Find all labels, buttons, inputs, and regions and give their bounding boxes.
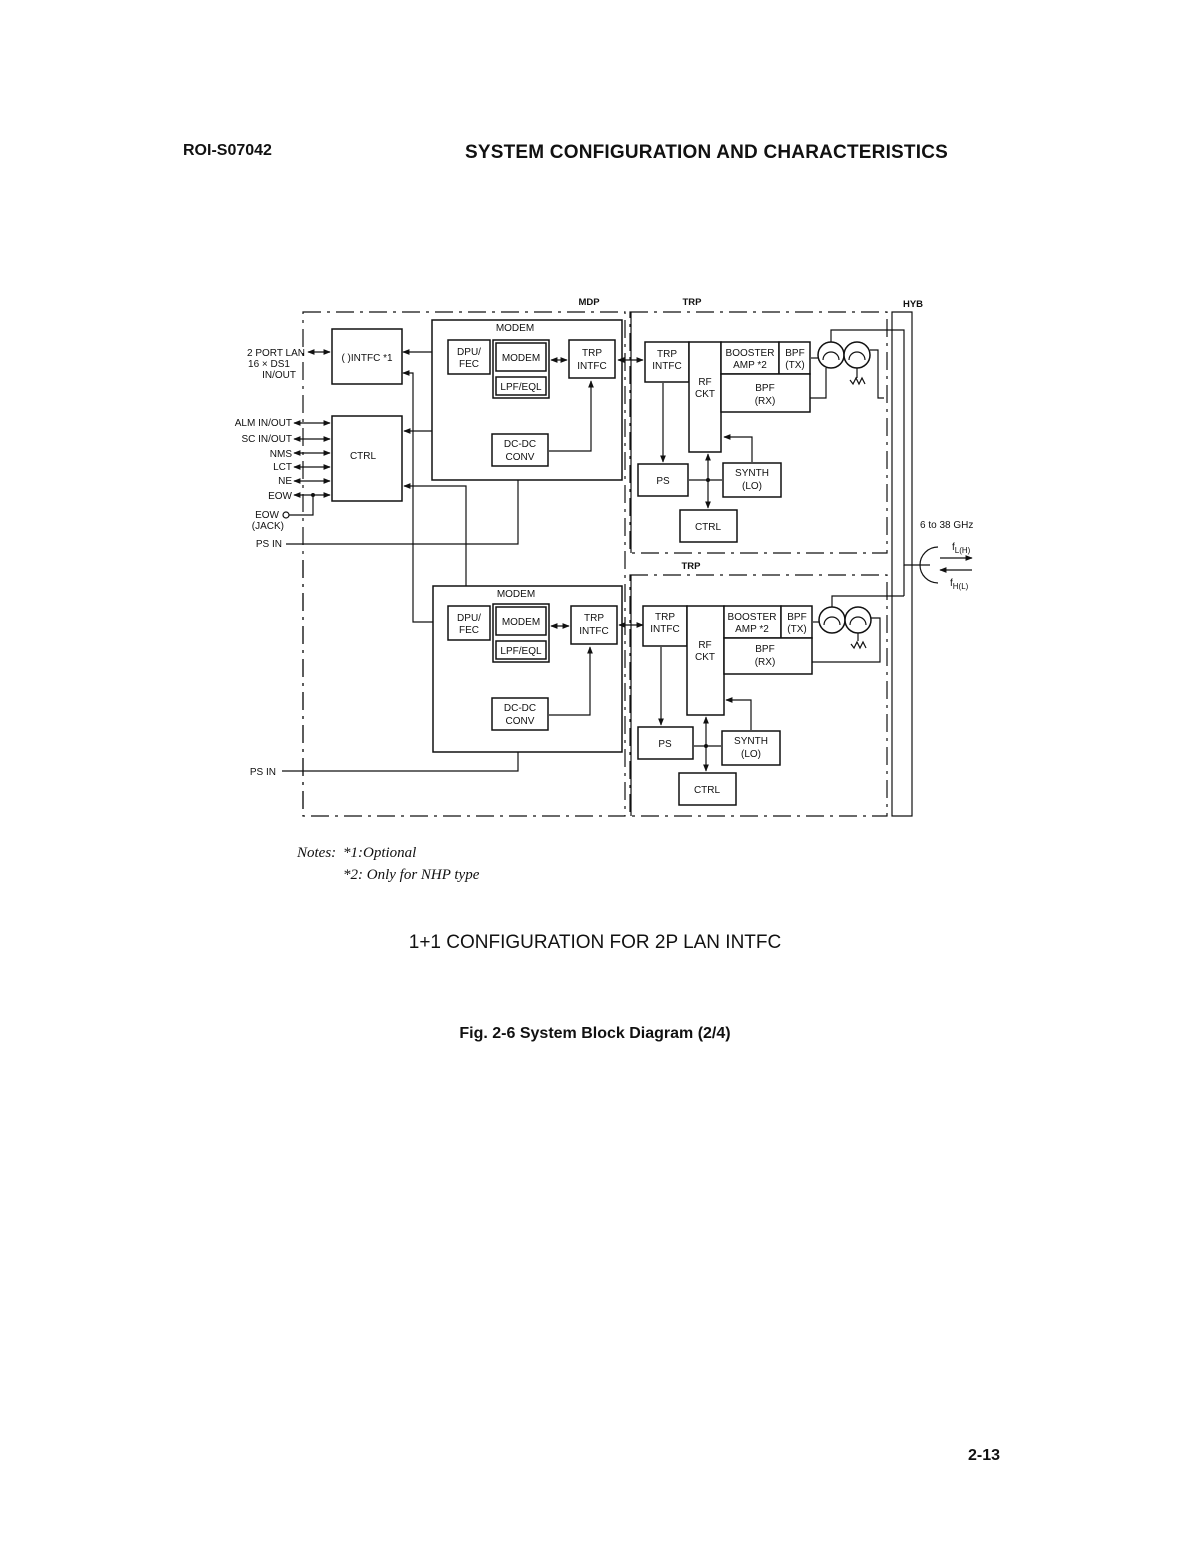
trp-bottom-ckt: CKT [695,652,715,663]
trp-bottom-tx: (TX) [787,624,806,635]
modem-top-intfc: INTFC [577,361,606,372]
trp-bottom-booster: BOOSTER [728,612,777,623]
hyb-label: HYB [903,299,923,310]
port-ps-in-top-label: PS IN [256,539,282,550]
figure-caption: Fig. 2-6 System Block Diagram (2/4) [459,1025,731,1042]
trp-top-ps: PS [656,476,670,487]
trp-top-booster: BOOSTER [726,348,775,359]
trp-label-top: TRP [683,297,703,308]
modem-bottom-dpu: DPU/ [457,613,481,624]
trp-top-ckt: CKT [695,389,715,400]
note-1: *1:Optional [343,845,417,861]
modem-top-dcdc: DC-DC [504,439,536,450]
tx-freq-label: fL(H) [952,542,971,555]
trp-bottom: TRP INTFC RF CKT BOOSTER AMP *2 BPF (TX)… [637,595,904,806]
modem-top-title: MODEM [496,323,534,334]
page-number: 2-13 [968,1447,1001,1464]
trp-bottom-bpf-tx: BPF [787,612,806,623]
modem-bottom-fec: FEC [459,625,479,636]
trp-bottom-lo: (LO) [741,749,761,760]
trp-top-amp: AMP *2 [733,360,767,371]
ctrl-block: CTRL [331,415,403,502]
trp-top-lo: (LO) [742,481,762,492]
trp-bottom-synth: SYNTH [734,736,768,747]
trp-bottom-trp: TRP [655,612,675,623]
modem-top-lpf: LPF/EQL [500,382,542,393]
modem-bottom-conv: CONV [506,716,535,727]
port-lct-label: LCT [273,462,292,473]
notes: Notes: *1:Optional *2: Only for NHP type [297,842,479,886]
modem-top-dpu: DPU/ [457,347,481,358]
trp-bottom-amp: AMP *2 [735,624,769,635]
hyb-frame [891,311,913,817]
modem-bottom-dcdc: DC-DC [504,703,536,714]
modem-top: MODEM DPU/ FEC MODEM LPF/EQL TRP INTFC D… [431,319,623,481]
trp-top-tx: (TX) [785,360,804,371]
trp-top-bpf-tx: BPF [785,348,804,359]
trp-bottom-rx: (RX) [755,657,776,668]
modem-top-conv: CONV [506,452,535,463]
left-port-labels: 2 PORT LAN 16 × DS1 IN/OUT ALM IN/OUT SC… [235,348,305,778]
trp-bottom-ctrl: CTRL [694,785,721,796]
port-inout-label: IN/OUT [262,370,296,381]
hyb-antenna [884,329,973,596]
page-title: SYSTEM CONFIGURATION AND CHARACTERISTICS [465,142,948,163]
trp-top-rx: (RX) [755,396,776,407]
trp-frame-bottom [629,574,888,817]
notes-label: Notes: [297,845,337,861]
mdp-label: MDP [578,297,600,308]
port-ne-label: NE [278,476,292,487]
trp-label-bottom: TRP [682,561,702,572]
modem-bottom-title: MODEM [497,589,535,600]
trp-top-trp: TRP [657,349,677,360]
port-eow-jack-label: EOW [255,510,279,521]
intfc-label: ( )INTFC *1 [341,353,393,364]
modem-top-fec: FEC [459,359,479,370]
trp-top-synth: SYNTH [735,468,769,479]
trp-top-rf: RF [698,377,711,388]
document-id: ROI-S07042 [183,142,272,159]
trp-top: TRP INTFC RF CKT BOOSTER AMP *2 BPF (TX)… [637,329,884,543]
port-lan-label: 2 PORT LAN [247,348,305,359]
trp-bottom-bpf-rx: BPF [755,644,774,655]
ctrl-label: CTRL [350,451,377,462]
mdp-frame [302,311,626,817]
trp-frame-top [629,311,888,554]
note-2: *2: Only for NHP type [343,867,480,883]
rx-freq-label: fH(L) [950,578,969,591]
trp-bottom-ps: PS [658,739,672,750]
band-label: 6 to 38 GHz [920,520,973,531]
port-jack-label: (JACK) [252,521,284,532]
port-ds1-label: 16 × DS1 [248,359,290,370]
intfc-block: ( )INTFC *1 [331,328,403,385]
port-eow-label: EOW [268,491,292,502]
modem-bottom-modem: MODEM [502,617,540,628]
modem-bottom-lpf: LPF/EQL [500,646,542,657]
trp-top-intfc: INTFC [652,361,681,372]
modem-bottom-trp: TRP [584,613,604,624]
port-nms-label: NMS [270,449,293,460]
port-alm-label: ALM IN/OUT [235,418,292,429]
trp-top-ctrl: CTRL [695,522,722,533]
trp-top-bpf-rx: BPF [755,383,774,394]
port-ps-in-bottom-label: PS IN [250,767,276,778]
modem-top-modem: MODEM [502,353,540,364]
configuration-caption: 1+1 CONFIGURATION FOR 2P LAN INTFC [408,932,782,953]
modem-bottom: MODEM DPU/ FEC MODEM LPF/EQL TRP INTFC D… [432,585,623,753]
trp-bottom-rf: RF [698,640,711,651]
modem-top-trp: TRP [582,348,602,359]
port-sc-label: SC IN/OUT [241,434,292,445]
trp-bottom-intfc: INTFC [650,624,679,635]
modem-bottom-intfc: INTFC [579,626,608,637]
